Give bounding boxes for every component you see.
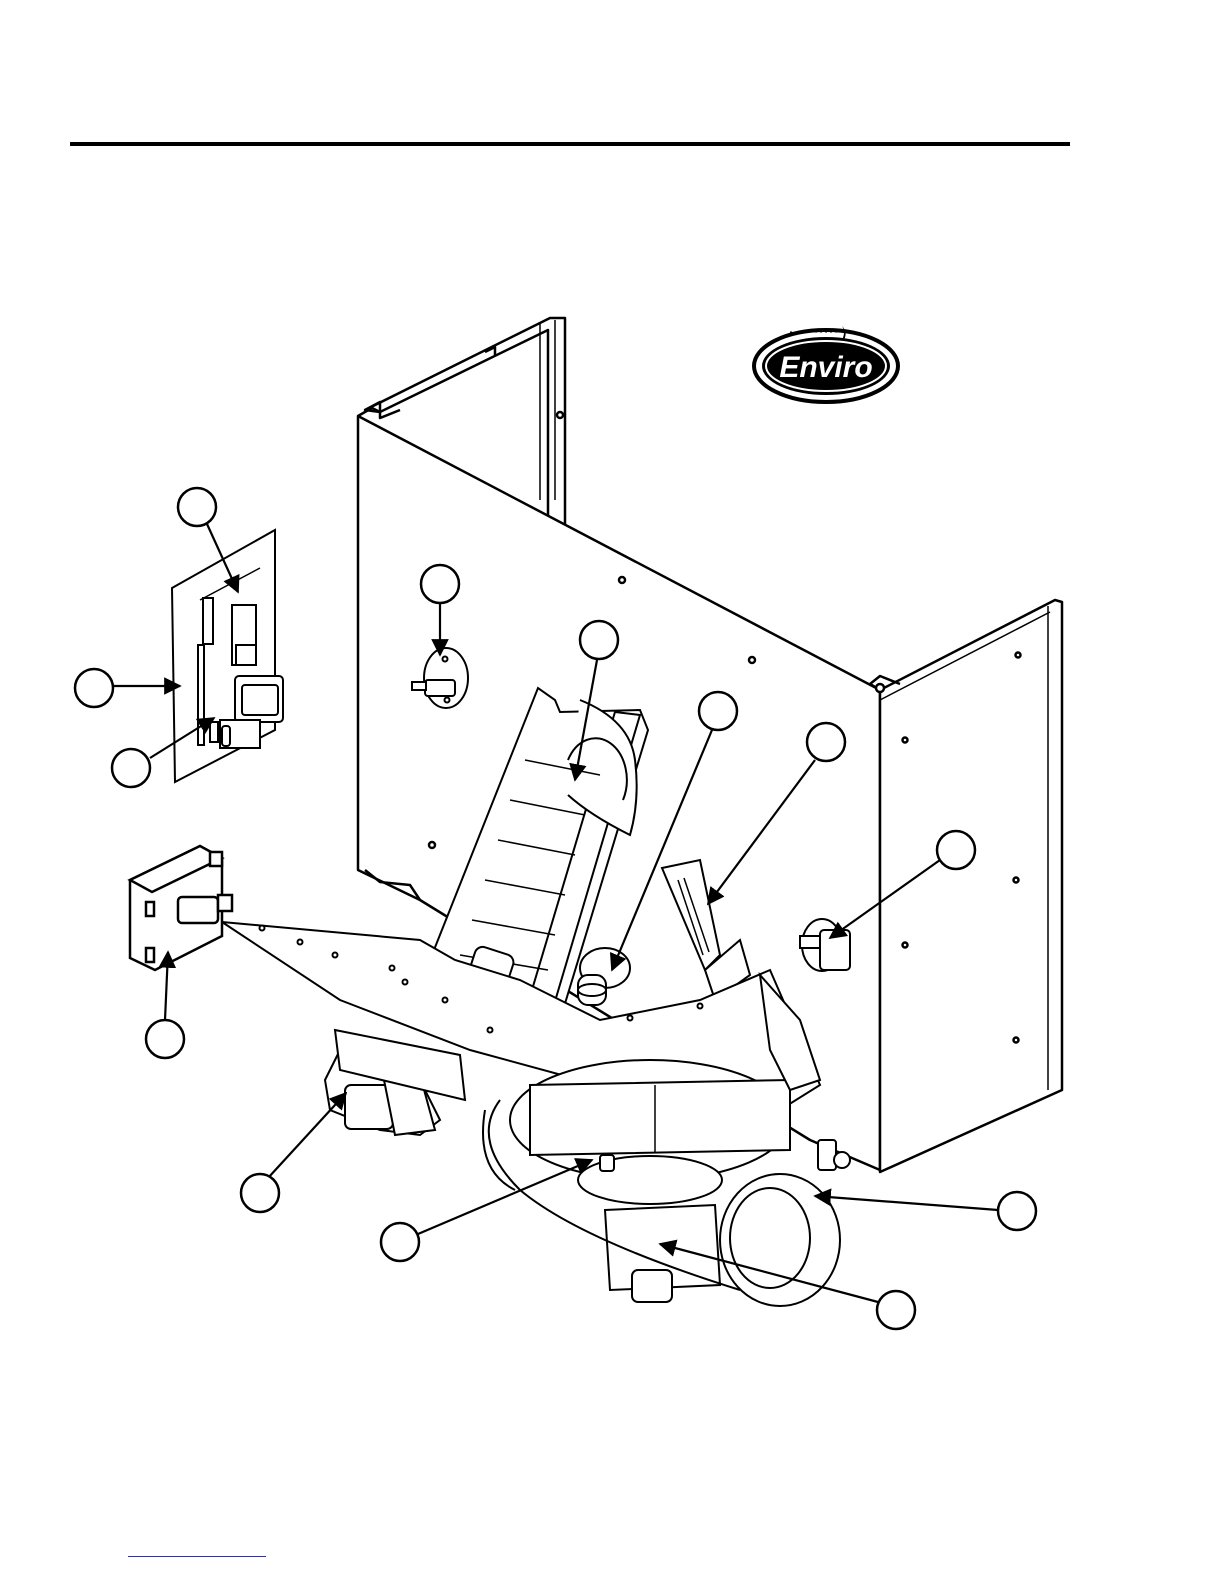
relay-module <box>130 846 232 970</box>
callout-12 <box>998 1192 1036 1230</box>
leader-10 <box>268 1093 346 1178</box>
callout-11 <box>381 1223 419 1261</box>
callout-6 <box>699 692 737 730</box>
callout-5 <box>580 621 618 659</box>
callout-4 <box>421 565 459 603</box>
callout-1 <box>178 488 216 526</box>
logo-text: Enviro <box>779 351 872 384</box>
leader-12 <box>815 1196 998 1210</box>
callout-2 <box>75 669 113 707</box>
enviro-logo: Enviro <box>754 326 898 402</box>
leader-11 <box>418 1160 592 1234</box>
callout-8 <box>937 831 975 869</box>
callout-9 <box>146 1020 184 1058</box>
callout-3 <box>112 749 150 787</box>
callout-7 <box>807 723 845 761</box>
auger-motor <box>325 1030 465 1135</box>
callout-10 <box>241 1174 279 1212</box>
callout-13 <box>877 1291 915 1329</box>
footer-link-underline[interactable] <box>128 1556 266 1557</box>
